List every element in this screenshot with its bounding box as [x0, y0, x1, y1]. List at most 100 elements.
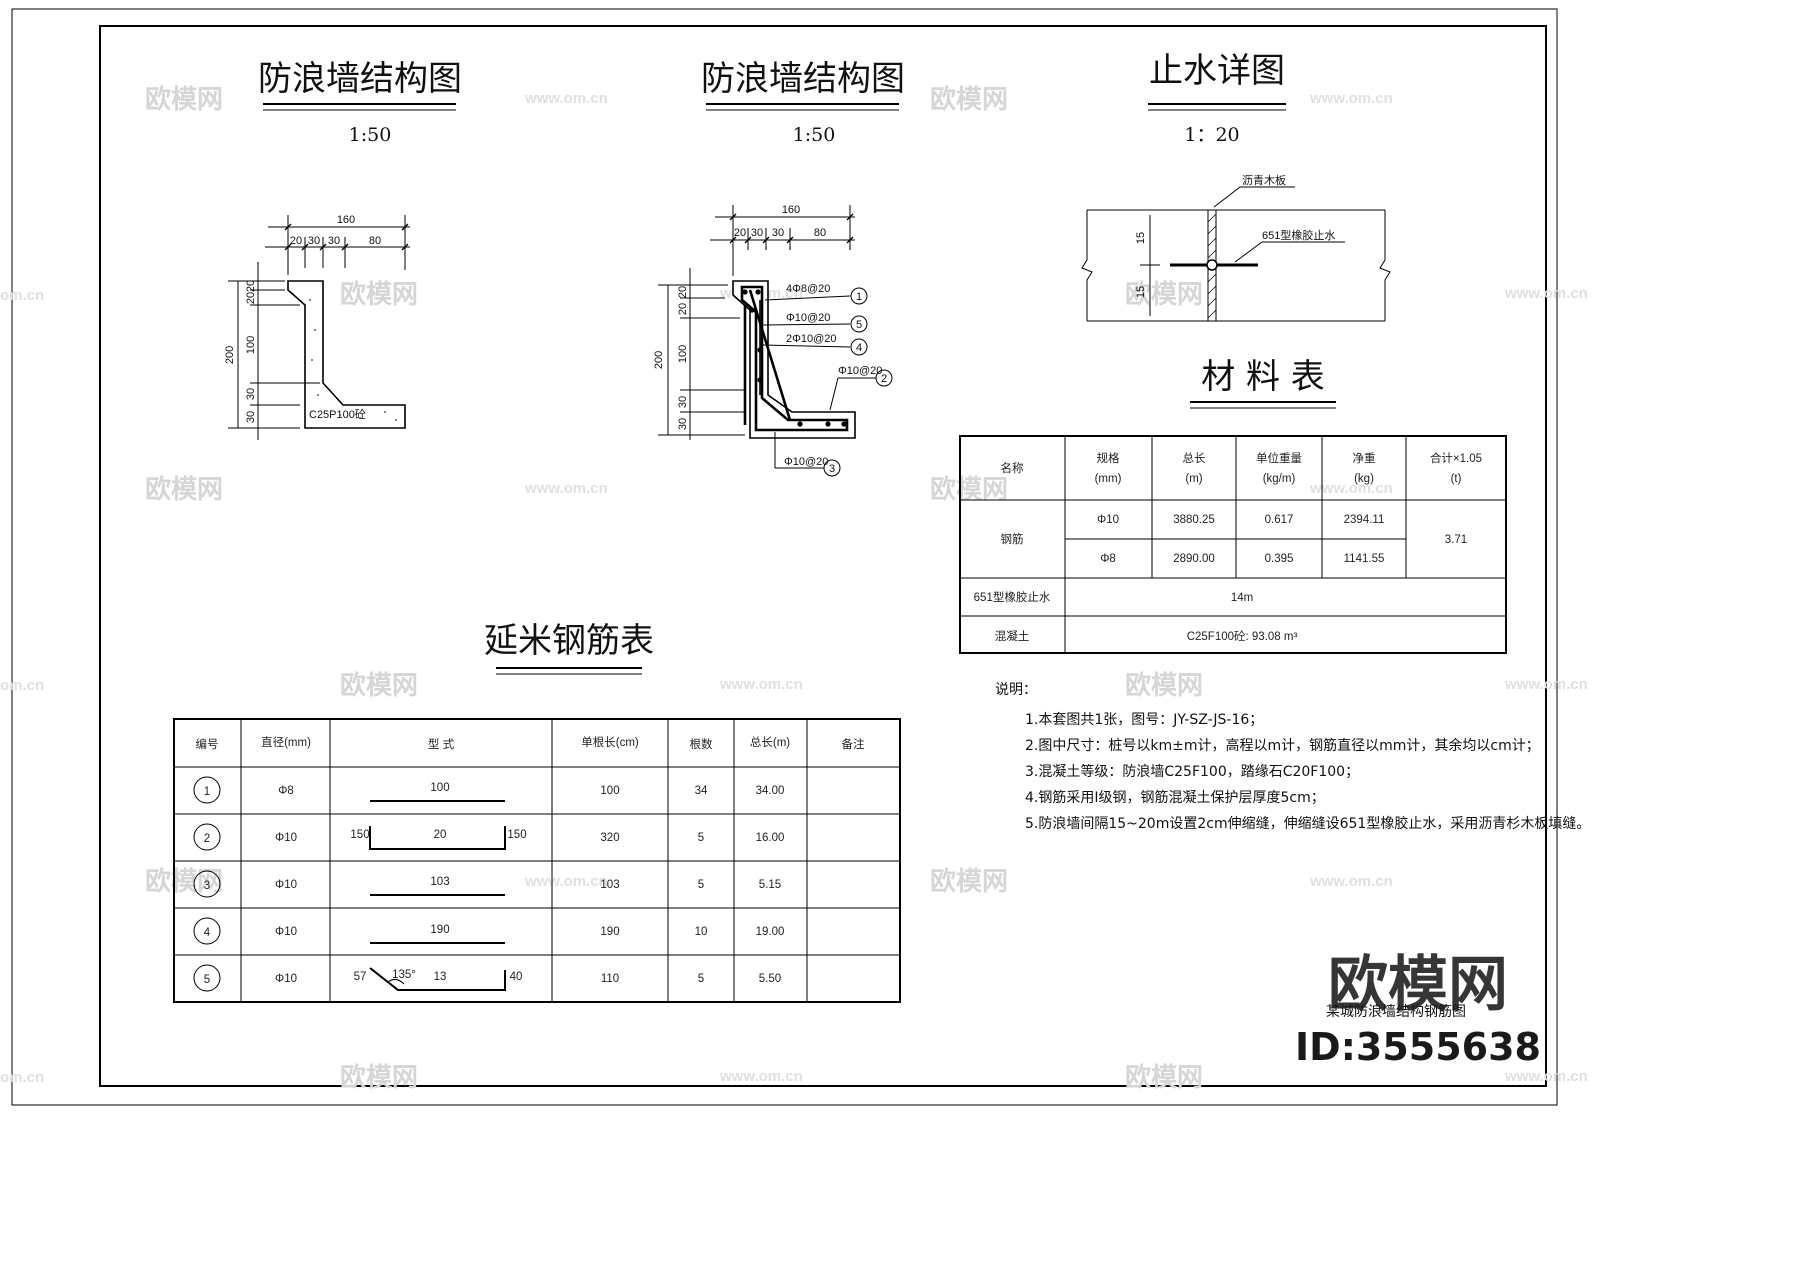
- dim-vert: 30: [677, 418, 689, 430]
- row-len: 103: [600, 879, 619, 891]
- dim-part: 30: [772, 227, 784, 239]
- dim-vert: 100: [677, 345, 689, 363]
- inner-frame: [99, 25, 1547, 1087]
- row-dia: Φ10: [275, 879, 297, 891]
- callout-marker: [823, 459, 841, 477]
- rebar-table-title: 延米钢筋表: [484, 621, 654, 661]
- dim-vert: 20: [245, 280, 257, 292]
- watermark-url: www.om.cn: [1504, 285, 1588, 302]
- label-board: 沥青木板: [1242, 173, 1286, 187]
- label-rubber: 651型橡胶止水: [1262, 228, 1335, 242]
- dim-height: 200: [653, 351, 665, 369]
- row-dia: Φ10: [275, 832, 297, 844]
- row-len: 320: [600, 832, 619, 844]
- watermark-url: om.cn: [0, 1069, 44, 1086]
- dim-vert: 20: [677, 286, 689, 298]
- row-dia: Φ10: [275, 973, 297, 985]
- row-id: 1: [204, 786, 210, 798]
- material-steel-total: 3.71: [1445, 534, 1467, 546]
- callout-marker: [850, 287, 868, 305]
- stirrup: [740, 285, 849, 432]
- note-item: 3.混凝土等级：防浪墙C25F100，踏缘石C20F100；: [1025, 763, 1359, 780]
- drawing-name: 某城防浪墙结构钢筋图: [1326, 1003, 1466, 1020]
- row-total: 16.00: [756, 832, 785, 844]
- material-header-line: 合计×1.05: [1430, 451, 1482, 465]
- watermark-brand: 欧模网: [145, 866, 223, 897]
- dim-part: 30: [308, 235, 320, 247]
- material-table: 名称 规格(mm) 总长(m) 单位重量(kg/m) 净重(kg) 合计×1.0…: [959, 435, 1507, 654]
- material-header: 单位重量 (kg/m): [1256, 451, 1302, 485]
- row-dia: Φ8: [278, 785, 294, 797]
- material-cell: Φ10: [1097, 514, 1119, 526]
- brand-id: ID:3555638: [1295, 1025, 1541, 1069]
- material-section: 材 料 表 名称 规格(mm) 总长(m) 单位重量(kg/m) 净重(kg) …: [959, 357, 1507, 654]
- material-header: 名称: [1001, 461, 1024, 475]
- row-total: 34.00: [756, 785, 785, 797]
- row-id: 4: [204, 927, 211, 939]
- row-count: 5: [698, 973, 704, 985]
- brand-logo: 欧模网: [1328, 950, 1508, 1020]
- row-count: 5: [698, 879, 704, 891]
- material-title: 材 料 表: [1201, 357, 1325, 397]
- scale-mid: 1:50: [793, 124, 836, 146]
- row-dia: Φ10: [275, 926, 297, 938]
- callout-text: Φ10@20: [838, 365, 882, 377]
- rebar-header: 备注: [842, 737, 865, 751]
- material-cell: Φ8: [1100, 553, 1116, 565]
- callout-text: Φ10@20: [784, 456, 828, 468]
- material-header: 净重(kg): [1353, 451, 1376, 485]
- shape-dim: 100: [430, 782, 449, 794]
- material-header-line: (mm): [1095, 473, 1122, 485]
- dim-vert: 20: [245, 292, 257, 304]
- watermark-url: om.cn: [0, 287, 44, 304]
- shape-dim: 135°: [392, 969, 416, 981]
- watermark-url: www.om.cn: [719, 676, 803, 693]
- rebar-header: 总长(m): [750, 735, 790, 749]
- dim-vert: 100: [245, 336, 257, 354]
- callout-num: 2: [881, 373, 887, 385]
- scale-right: 1：20: [1184, 124, 1239, 146]
- material-header-line: (kg/m): [1263, 473, 1296, 485]
- dim-vert: 30: [677, 396, 689, 408]
- dim-total: 160: [337, 214, 355, 226]
- section-left: C25P100砼 160 20 30 30 80 200 20 20 100: [224, 214, 410, 440]
- drawing-sheet: 欧模网 www.om.cn 欧模网 www.om.cn om.cn 欧模网 ww…: [0, 8, 1590, 1106]
- notes-heading: 说明：: [995, 682, 1037, 698]
- callout-text: Φ10@20: [786, 312, 830, 324]
- dim-part: 30: [751, 227, 763, 239]
- dim-top: 15: [1135, 232, 1147, 244]
- dim-vert: 20: [677, 303, 689, 315]
- material-header-line: 单位重量: [1256, 451, 1302, 465]
- watermark-url: www.om.cn: [719, 1068, 803, 1085]
- material-steel-name: 钢筋: [1001, 532, 1024, 546]
- rebar-header: 型 式: [428, 737, 455, 751]
- material-header-line: 总长: [1183, 451, 1206, 465]
- callout-text: 2Φ10@20: [786, 333, 837, 345]
- rebar-header: 单根长(cm): [581, 735, 639, 749]
- watermark-brand: 欧模网: [340, 279, 418, 310]
- watermark-brand: 欧模网: [340, 1062, 418, 1093]
- row-len: 110: [601, 973, 619, 985]
- shape-dim: 103: [430, 876, 449, 888]
- waterstop-detail: 沥青木板 651型橡胶止水 15 15: [1081, 173, 1391, 322]
- callout-marker: [850, 315, 868, 333]
- row-id: 2: [204, 833, 210, 845]
- shape-dim: 20: [434, 829, 447, 841]
- rebar-table: 编号 直径(mm) 型 式 单根长(cm) 根数 总长(m) 备注 1 Φ8 1…: [173, 718, 901, 1003]
- dim-vert: 30: [245, 388, 257, 400]
- scale-left: 1:50: [349, 124, 392, 146]
- concrete-label: C25P100砼: [309, 408, 366, 421]
- rebar-header: 直径(mm): [261, 735, 311, 749]
- callout-num: 3: [829, 463, 835, 475]
- callout-num: 5: [856, 319, 862, 331]
- watermark-url: www.om.cn: [1309, 90, 1393, 107]
- watermark-layer: 欧模网 www.om.cn 欧模网 www.om.cn om.cn 欧模网 ww…: [0, 84, 1588, 1093]
- material-cell: 2890.00: [1173, 553, 1215, 565]
- dim-total: 160: [782, 204, 800, 216]
- title-right: 止水详图: [1149, 51, 1285, 91]
- row-id: 3: [204, 880, 210, 892]
- shape-dim: 57: [354, 971, 367, 983]
- watermark-brand: 欧模网: [1125, 1062, 1203, 1093]
- note-item: 5.防浪墙间隔15~20m设置2cm伸缩缝，伸缩缝设651型橡胶止水，采用沥青杉…: [1025, 815, 1590, 832]
- watermark-brand: 欧模网: [340, 670, 418, 701]
